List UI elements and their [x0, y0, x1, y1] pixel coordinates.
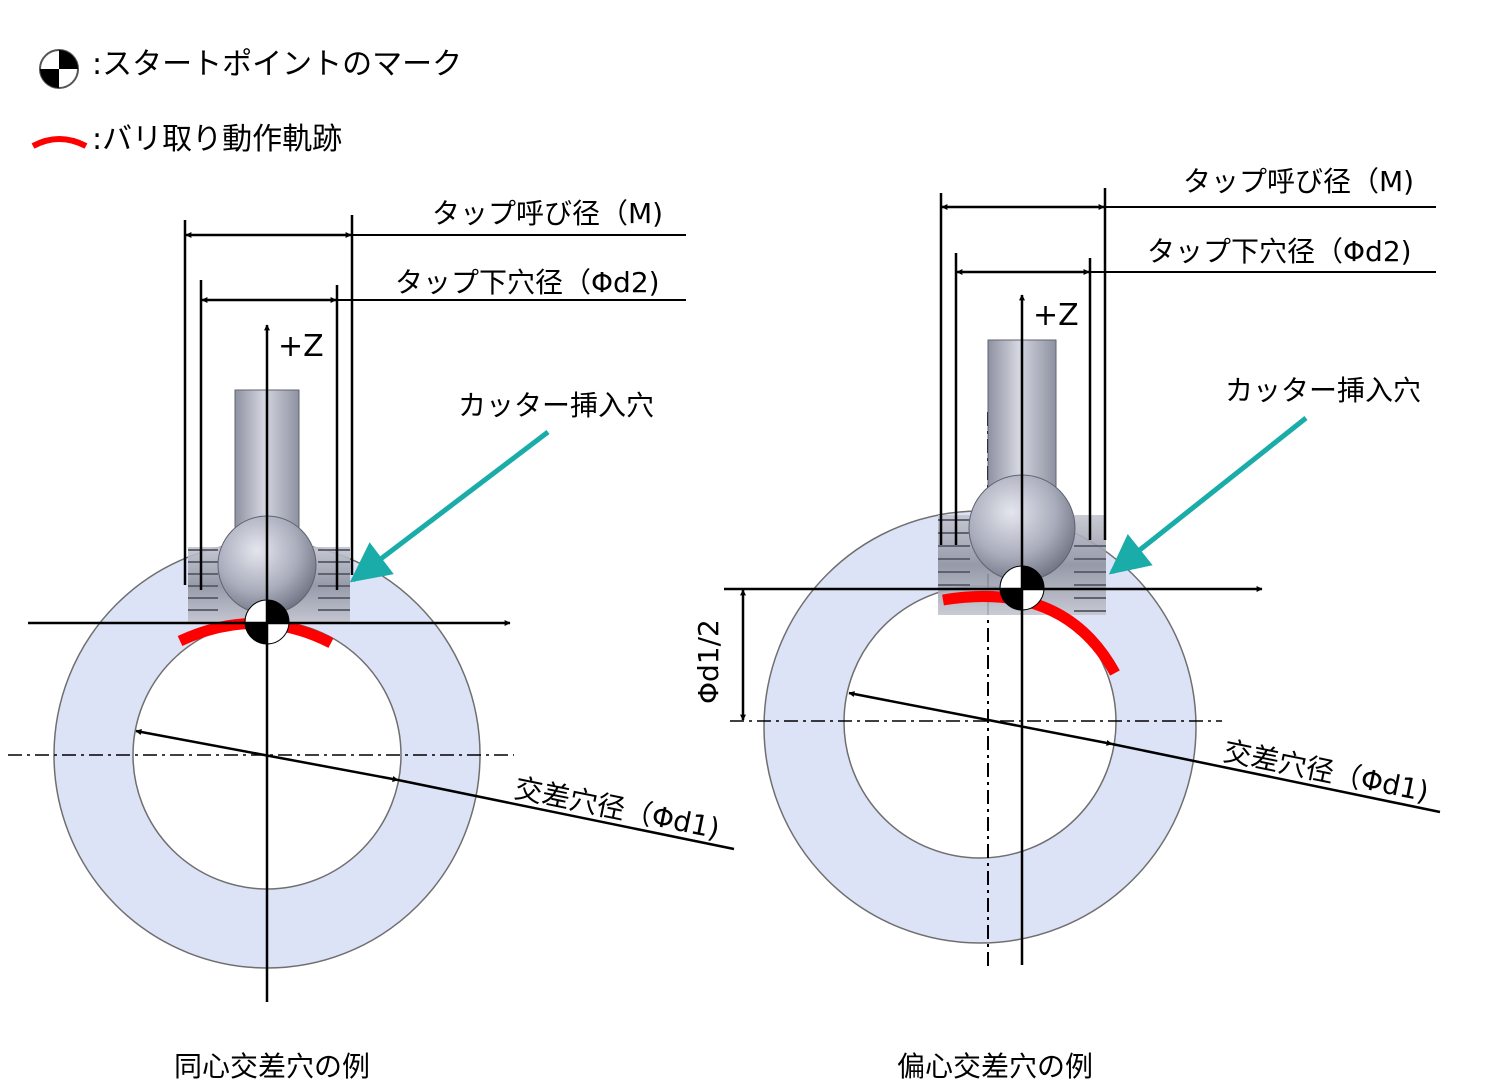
offset-label: Φd1/2 — [692, 619, 725, 704]
legend: :スタートポイントのマーク :バリ取り動作軌跡 — [31, 47, 462, 157]
caption-left: 同心交差穴の例 — [174, 1050, 370, 1083]
dimension-tap-nominal-left: タップ呼び径（M) — [183, 197, 686, 585]
dimension-tap-drill-right: タップ下穴径（Φd2) — [954, 235, 1436, 545]
dimension-tap-nominal-right: タップ呼び径（M) — [939, 165, 1436, 545]
offset-dimension: Φd1/2 — [692, 589, 746, 721]
dimension-tap-drill-left: タップ下穴径（Φd2) — [199, 266, 686, 590]
caption-right: 偏心交差穴の例 — [897, 1050, 1093, 1083]
tap-nominal-label-right: タップ呼び径（M) — [1183, 165, 1414, 198]
deburr-path-right — [942, 591, 1120, 676]
cutter-hole-arrow-left — [349, 430, 550, 583]
cross-hole-dimension-right — [848, 691, 1113, 746]
right-diagram: +Z タップ呼び径（M) タップ下穴径（Φd2) カッター挿入穴 Φd1/2 交… — [692, 165, 1441, 1083]
cross-hole-dimension-left — [135, 729, 399, 782]
cutter-hole-label-left: カッター挿入穴 — [458, 389, 654, 422]
tap-drill-label-right: タップ下穴径（Φd2) — [1147, 235, 1412, 268]
tap-nominal-label-left: タップ呼び径（M) — [432, 197, 663, 230]
legend-start-point-text: :スタートポイントのマーク — [92, 47, 462, 82]
start-point-mark-icon — [39, 49, 79, 89]
z-axis-label-left: +Z — [278, 329, 324, 364]
cross-hole-label-left: 交差穴径（Φd1) — [512, 772, 723, 846]
tap-drill-label-left: タップ下穴径（Φd2) — [395, 266, 660, 299]
deburring-path-icon — [31, 136, 88, 149]
cross-hole-label-right: 交差穴径（Φd1) — [1221, 735, 1432, 809]
cutter-hole-arrow-right — [1108, 416, 1308, 575]
left-diagram: +Z タップ呼び径（M) タップ下穴径（Φd2) カッター挿入穴 交差穴径（Φd… — [8, 197, 735, 1083]
z-axis-label-right: +Z — [1033, 298, 1079, 333]
cutter-hole-label-right: カッター挿入穴 — [1225, 374, 1421, 407]
legend-deburr-path-text: :バリ取り動作軌跡 — [92, 122, 342, 157]
